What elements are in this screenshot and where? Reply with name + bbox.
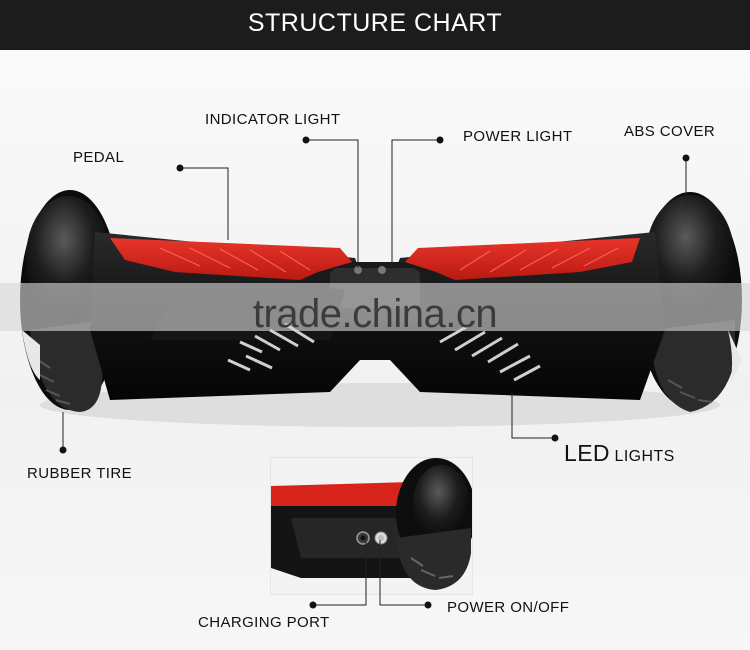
label-lights: LIGHTS	[614, 448, 675, 465]
label-rubber-tire: RUBBER TIRE	[27, 465, 132, 482]
indicator-light-marker	[302, 136, 310, 144]
label-abs-cover: ABS COVER	[624, 123, 716, 140]
power-on-off-marker	[424, 601, 432, 609]
rubber-tire-marker	[59, 446, 67, 454]
right-pedal	[405, 238, 640, 280]
label-charging-port: CHARGING PORT	[198, 614, 330, 631]
label-led-lights: LED LIGHTS	[564, 440, 675, 467]
right-led-strip	[439, 324, 541, 382]
label-power-light: POWER LIGHT	[463, 128, 573, 145]
label-led: LED	[564, 440, 610, 466]
label-power-on-off: POWER ON/OFF	[447, 599, 570, 616]
left-led-strip	[227, 322, 315, 372]
header-title: STRUCTURE CHART	[247, 9, 503, 37]
pedal-marker	[176, 164, 184, 172]
watermark-band	[0, 283, 750, 331]
inset-illustration	[271, 458, 472, 594]
inset-closeup	[270, 457, 473, 595]
led-lights-marker	[551, 434, 559, 442]
label-pedal: PEDAL	[73, 149, 125, 166]
watermark-text: trade.china.cn	[252, 292, 498, 336]
header-bar: STRUCTURE CHART	[0, 0, 750, 50]
label-indicator-light: INDICATOR LIGHT	[205, 111, 341, 128]
power-light-marker	[436, 136, 444, 144]
abs-cover-marker	[682, 154, 690, 162]
charging-port-marker	[309, 601, 317, 609]
